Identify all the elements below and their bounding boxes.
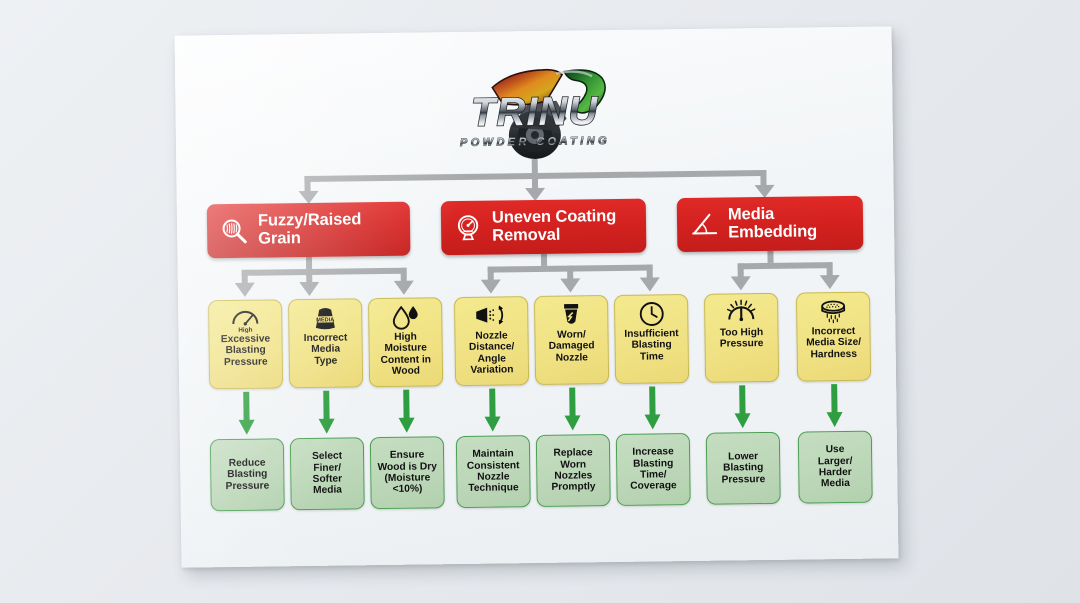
- cause-label: Insufficient Blasting Time: [624, 328, 679, 363]
- pressure-meter-icon: [452, 212, 483, 243]
- magnifier-grain-icon: [218, 215, 249, 246]
- connector-group-1: [234, 256, 414, 297]
- solution-box-maintain-consistent-nozzle-technique[interactable]: Maintain Consistent Nozzle Technique: [455, 435, 531, 509]
- angle-protractor-icon: [688, 209, 719, 240]
- solution-box-ensure-wood-is-dry[interactable]: Ensure Wood is Dry (Moisture <10%): [369, 436, 445, 510]
- cause-label: Incorrect Media Size/ Hardness: [806, 325, 862, 361]
- solution-label: Replace Worn Nozzles Promptly: [551, 447, 596, 494]
- cause-label: Excessive Blasting Pressure: [220, 333, 271, 368]
- connector-group-3: [730, 250, 840, 291]
- problem-box-media-embedding[interactable]: Media Embedding: [676, 195, 864, 253]
- cause-label: High Moisture Content in Wood: [380, 331, 432, 378]
- solution-arrows: [238, 384, 843, 435]
- solution-label: Reduce Blasting Pressure: [225, 457, 270, 492]
- svg-text:MEDIA: MEDIA: [316, 317, 334, 323]
- media-bag-icon: MEDIA: [310, 305, 340, 332]
- svg-text:High: High: [238, 327, 252, 333]
- problem-label: Uneven Coating Removal: [491, 207, 617, 245]
- solution-label: Maintain Consistent Nozzle Technique: [466, 448, 520, 495]
- cause-label: Incorrect Media Type: [303, 332, 348, 367]
- solution-box-select-finer-softer-media[interactable]: Select Finer/ Softer Media: [289, 437, 365, 511]
- damaged-nozzle-icon: [558, 301, 584, 328]
- connector-group-2: [480, 253, 660, 294]
- solution-label: Use Larger/ Harder Media: [817, 444, 853, 490]
- gauge-burst-icon: [724, 299, 758, 326]
- cause-box-too-high-pressure[interactable]: Too High Pressure: [703, 292, 780, 383]
- pressure-gauge-high-icon: High: [228, 306, 262, 333]
- sieve-mesh-icon: [817, 298, 849, 325]
- solution-box-lower-blasting-pressure[interactable]: Lower Blasting Pressure: [705, 431, 781, 505]
- solution-label: Ensure Wood is Dry (Moisture <10%): [377, 449, 437, 496]
- cause-box-incorrect-media-size-hardness[interactable]: Incorrect Media Size/ Hardness: [795, 291, 872, 382]
- paper-sheet: TRINU POWDER COATING: [174, 26, 899, 568]
- problem-label: Fuzzy/Raised Grain: [257, 210, 362, 248]
- svg-text:TRINU: TRINU: [470, 89, 598, 135]
- water-droplets-icon: [390, 304, 420, 331]
- cause-box-insufficient-blasting-time[interactable]: Insufficient Blasting Time: [613, 294, 690, 384]
- cause-label: Worn/ Damaged Nozzle: [548, 329, 595, 364]
- problem-box-fuzzy-raised-grain[interactable]: Fuzzy/Raised Grain: [206, 201, 411, 259]
- solution-row: Reduce Blasting Pressure Select Finer/ S…: [180, 430, 898, 512]
- solution-box-replace-worn-nozzles-promptly[interactable]: Replace Worn Nozzles Promptly: [535, 434, 611, 508]
- svg-text:POWDER COATING: POWDER COATING: [459, 135, 609, 149]
- solution-box-increase-blasting-time-coverage[interactable]: Increase Blasting Time/ Coverage: [615, 433, 691, 506]
- cause-box-excessive-blasting-pressure[interactable]: High Excessive Blasting Pressure: [208, 299, 284, 390]
- problem-label: Media Embedding: [727, 205, 818, 242]
- solution-label: Increase Blasting Time/ Coverage: [630, 446, 677, 493]
- cause-box-high-moisture-content-in-wood[interactable]: High Moisture Content in Wood: [368, 297, 444, 388]
- cause-label: Too High Pressure: [719, 327, 764, 351]
- trinu-logo: TRINU POWDER COATING: [403, 55, 664, 166]
- cause-box-incorrect-media-type[interactable]: MEDIA Incorrect Media Type: [288, 298, 364, 389]
- solution-box-use-larger-harder-media[interactable]: Use Larger/ Harder Media: [797, 430, 873, 504]
- diagram-canvas: TRINU POWDER COATING: [175, 26, 899, 567]
- trinu-chrome-logo: TRINU POWDER COATING: [459, 68, 610, 160]
- cause-row: High Excessive Blasting Pressure MEDIA I…: [178, 291, 896, 390]
- cause-box-worn-damaged-nozzle[interactable]: Worn/ Damaged Nozzle: [533, 295, 610, 386]
- solution-box-reduce-blasting-pressure[interactable]: Reduce Blasting Pressure: [209, 438, 285, 512]
- problem-row: Fuzzy/Raised Grain Uneven Coating Remova…: [177, 195, 895, 259]
- cause-label: Nozzle Distance/ Angle Variation: [468, 330, 515, 377]
- cause-box-nozzle-distance-angle-variation[interactable]: Nozzle Distance/ Angle Variation: [453, 296, 530, 387]
- problem-box-uneven-coating-removal[interactable]: Uneven Coating Removal: [440, 198, 647, 256]
- solution-label: Lower Blasting Pressure: [721, 450, 766, 486]
- clock-icon: [638, 300, 665, 327]
- solution-label: Select Finer/ Softer Media: [311, 450, 343, 497]
- nozzle-spray-angle-icon: [474, 302, 508, 329]
